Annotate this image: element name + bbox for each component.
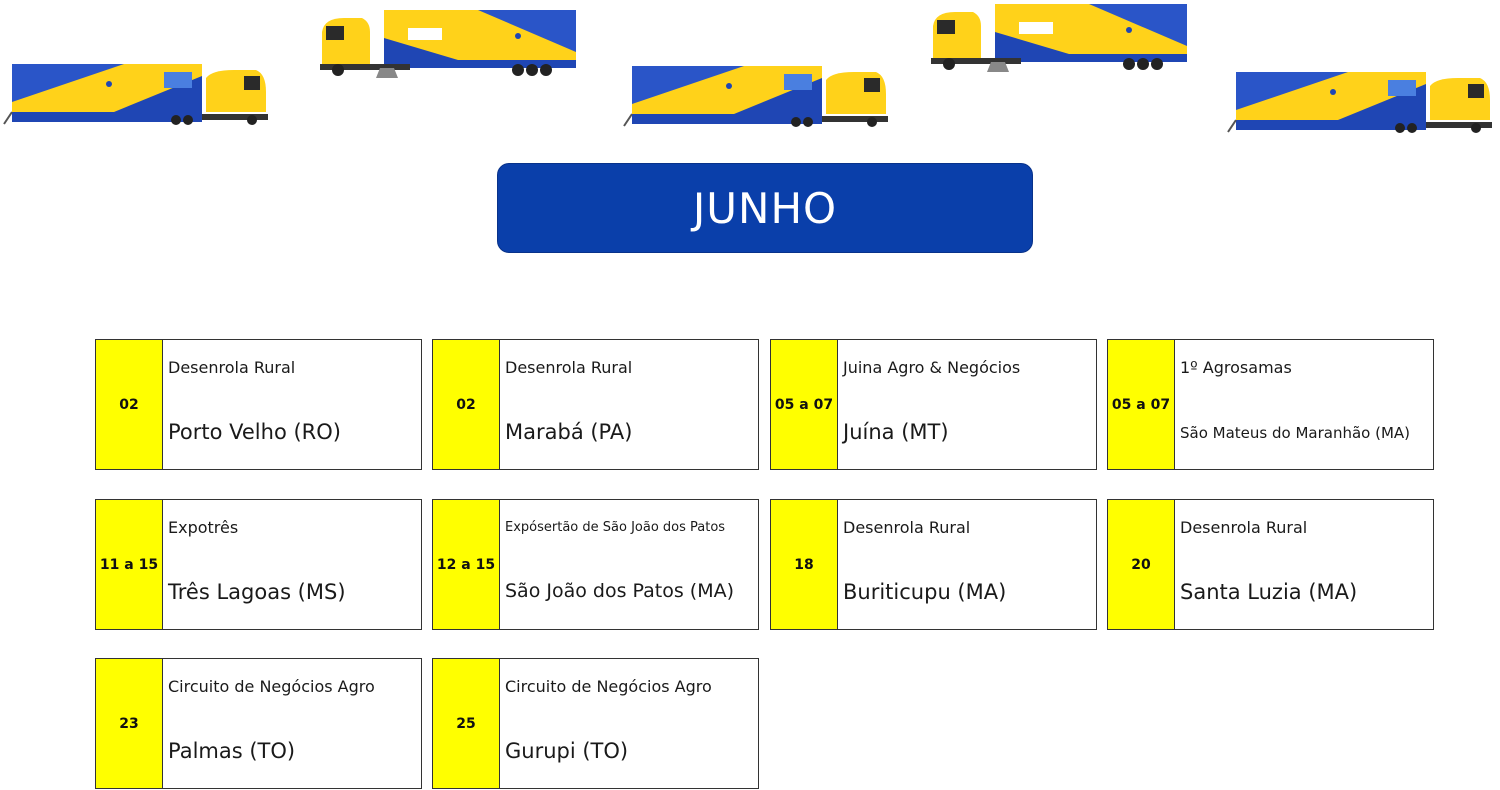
- truck-icon: [931, 4, 1187, 72]
- truck-icon: [3, 64, 268, 125]
- event-date: 18: [771, 500, 838, 629]
- event-name: Desenrola Rural: [843, 518, 971, 537]
- event-date: 05 a 07: [771, 340, 838, 469]
- event-info: Expotrês Três Lagoas (MS): [163, 500, 421, 629]
- event-info: Desenrola Rural Buriticupu (MA): [838, 500, 1096, 629]
- event-card: 23 Circuito de Negócios Agro Palmas (TO): [95, 658, 422, 789]
- truck-image-5: [1227, 70, 1494, 134]
- event-name: Expósertão de São João dos Patos: [505, 520, 726, 535]
- event-city: Porto Velho (RO): [168, 420, 341, 444]
- event-info: Juina Agro & Negócios Juína (MT): [838, 340, 1096, 469]
- month-title: JUNHO: [692, 183, 838, 233]
- event-card: 11 a 15 Expotrês Três Lagoas (MS): [95, 499, 422, 630]
- event-name: Circuito de Negócios Agro: [168, 677, 375, 696]
- event-name: Desenrola Rural: [1180, 518, 1308, 537]
- event-city: Palmas (TO): [168, 739, 296, 763]
- event-city: Três Lagoas (MS): [168, 580, 346, 604]
- truck-image-4: [929, 2, 1189, 72]
- event-name: Juina Agro & Negócios: [843, 358, 1021, 377]
- truck-icon: [320, 10, 576, 78]
- truck-image-1: [3, 62, 270, 126]
- event-card: 25 Circuito de Negócios Agro Gurupi (TO): [432, 658, 759, 789]
- event-card: 05 a 07 Juina Agro & Negócios Juína (MT): [770, 339, 1097, 470]
- event-date: 12 a 15: [433, 500, 500, 629]
- event-city: Gurupi (TO): [505, 739, 629, 763]
- event-date: 02: [433, 340, 500, 469]
- event-city: São João dos Patos (MA): [505, 580, 735, 602]
- truck-image-2: [318, 8, 578, 78]
- event-card: 12 a 15 Expósertão de São João dos Patos…: [432, 499, 759, 630]
- event-name: Circuito de Negócios Agro: [505, 677, 712, 696]
- truck-icon: [1227, 72, 1492, 133]
- event-info: Expósertão de São João dos Patos São Joã…: [500, 500, 758, 629]
- event-info: Circuito de Negócios Agro Gurupi (TO): [500, 659, 758, 788]
- event-city: Juína (MT): [843, 420, 949, 444]
- event-card: 02 Desenrola Rural Marabá (PA): [432, 339, 759, 470]
- event-info: Desenrola Rural Marabá (PA): [500, 340, 758, 469]
- event-card: 05 a 07 1º Agrosamas São Mateus do Maran…: [1107, 339, 1434, 470]
- event-date: 11 a 15: [96, 500, 163, 629]
- month-banner: JUNHO: [497, 163, 1033, 253]
- event-name: Desenrola Rural: [168, 358, 296, 377]
- event-info: 1º Agrosamas São Mateus do Maranhão (MA): [1175, 340, 1433, 469]
- truck-image-3: [623, 64, 890, 128]
- event-date: 20: [1108, 500, 1175, 629]
- event-city: São Mateus do Maranhão (MA): [1180, 424, 1411, 442]
- event-city: Marabá (PA): [505, 420, 633, 444]
- event-info: Circuito de Negócios Agro Palmas (TO): [163, 659, 421, 788]
- event-date: 25: [433, 659, 500, 788]
- event-date: 05 a 07: [1108, 340, 1175, 469]
- event-card: 18 Desenrola Rural Buriticupu (MA): [770, 499, 1097, 630]
- event-city: Santa Luzia (MA): [1180, 580, 1358, 604]
- event-name: Expotrês: [168, 518, 239, 537]
- event-name: 1º Agrosamas: [1180, 358, 1292, 377]
- event-city: Buriticupu (MA): [843, 580, 1007, 604]
- event-name: Desenrola Rural: [505, 358, 633, 377]
- event-date: 02: [96, 340, 163, 469]
- truck-icon: [623, 66, 888, 127]
- event-info: Desenrola Rural Santa Luzia (MA): [1175, 500, 1433, 629]
- event-date: 23: [96, 659, 163, 788]
- event-info: Desenrola Rural Porto Velho (RO): [163, 340, 421, 469]
- event-card: 02 Desenrola Rural Porto Velho (RO): [95, 339, 422, 470]
- event-card: 20 Desenrola Rural Santa Luzia (MA): [1107, 499, 1434, 630]
